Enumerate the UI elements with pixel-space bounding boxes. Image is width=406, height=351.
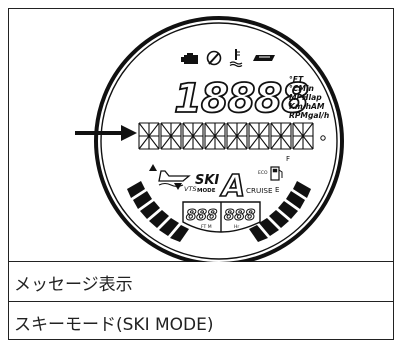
gear-char: A <box>220 169 245 204</box>
right-digits: 888 <box>224 206 255 224</box>
unit-label: Km/hAM <box>289 102 325 111</box>
message-segments <box>138 122 314 150</box>
unit-label: °CMin <box>289 84 314 93</box>
alpha-cell <box>138 122 160 150</box>
cruise-label: CRUISE <box>246 186 273 195</box>
row-label: スキーモード(SKI MODE) <box>14 315 214 335</box>
mode-label: MODE <box>197 188 216 194</box>
left-bar-segments <box>127 181 189 242</box>
eco-label: ECO <box>258 170 268 176</box>
dot-indicator <box>320 135 326 141</box>
alpha-cell <box>292 122 314 150</box>
right-unit: Hr <box>234 224 239 230</box>
alpha-cell <box>248 122 270 150</box>
alpha-cell <box>160 122 182 150</box>
table-row: メッセージ表示 <box>9 262 393 302</box>
alpha-cell <box>226 122 248 150</box>
table-frame: 18888 °FT °CMin MPHlap Km/hAM RPMgal/h <box>8 8 394 340</box>
fuel-pump-icon <box>270 166 283 181</box>
alpha-cell <box>270 122 292 150</box>
main-digits: 18888 <box>174 76 308 122</box>
wrench-icon <box>206 50 222 66</box>
table-row: スキーモード(SKI MODE) <box>9 302 393 341</box>
unit-label: MPHlap <box>289 93 322 102</box>
vts-label: VTS <box>184 185 197 193</box>
row-label: メッセージ表示 <box>14 275 133 295</box>
right-bar-segments <box>249 181 311 242</box>
engine-icon <box>181 53 198 64</box>
gauge-illustration: 18888 °FT °CMin MPHlap Km/hAM RPMgal/h <box>75 16 344 266</box>
unit-label: °FT <box>289 75 304 84</box>
left-digits: 888 <box>186 206 217 224</box>
alpha-cell <box>204 122 226 150</box>
alpha-cell <box>182 122 204 150</box>
jetski-icon <box>158 170 191 188</box>
up-triangle-icon <box>149 164 157 171</box>
left-unit: FT M <box>201 224 212 230</box>
gauge-figure: 18888 °FT °CMin MPHlap Km/hAM RPMgal/h <box>9 9 393 266</box>
arrow-icon <box>75 125 137 141</box>
fuel-full-label: F <box>286 155 290 163</box>
unit-label: RPMgal/h <box>289 111 329 120</box>
temperature-icon <box>229 49 243 68</box>
ski-label: SKI <box>195 173 219 188</box>
fuel-empty-label: E <box>275 186 279 194</box>
battery-icon <box>253 55 275 61</box>
